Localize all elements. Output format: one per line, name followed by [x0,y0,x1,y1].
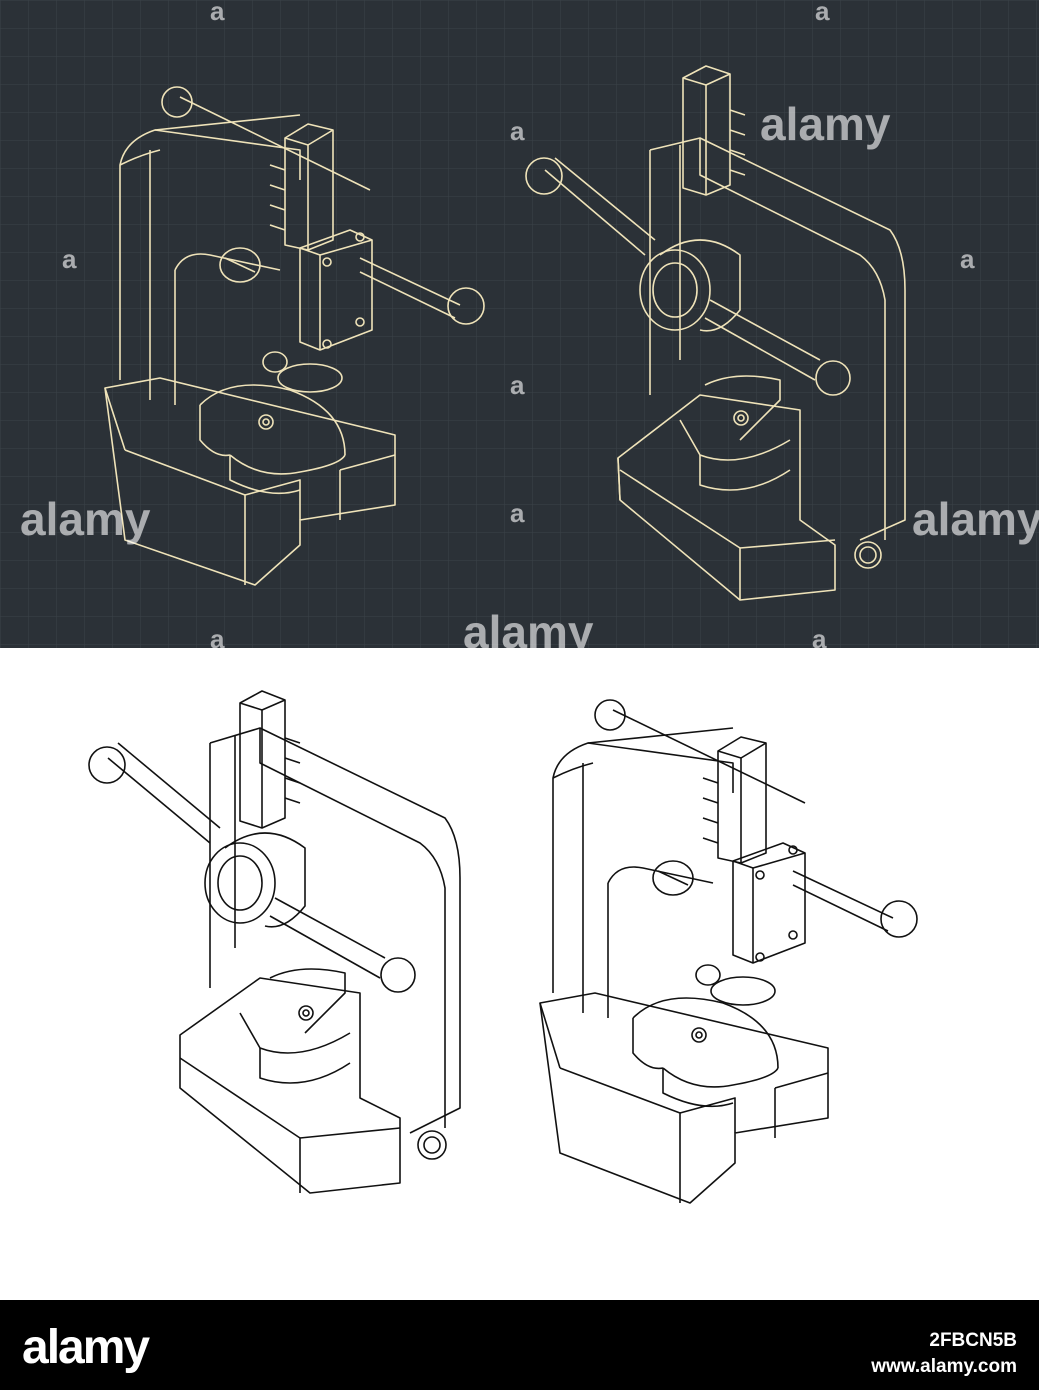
watermark-a-mark: a [210,624,225,648]
watermark-a-mark: a [510,116,525,146]
watermark-alamy: alamy [20,493,151,545]
watermark-alamy: alamy [912,493,1039,545]
watermark-a-mark: a [62,244,77,274]
watermark-alamy: alamy [463,606,594,648]
line-art-panel [0,648,1039,1300]
watermark-a-mark: a [510,498,525,528]
image-id: 2FBCN5B [929,1330,1017,1351]
arbor-press-back-view-blueprint [525,65,906,601]
watermark-alamy: alamy [760,98,891,150]
watermark-a-mark: a [960,244,975,274]
blueprint-drawing: alamy alamy alamy alamy a a a a a a a a … [0,0,1039,648]
watermark-a-mark: a [510,370,525,400]
stock-footer-bar: alamy 2FBCN5B www.alamy.com [0,1300,1039,1390]
arbor-press-front-view-blueprint [104,86,485,586]
arbor-press-front-view-lineart [539,699,918,1204]
arbor-press-back-view-lineart [88,690,461,1194]
footer-url: www.alamy.com [871,1356,1017,1377]
watermark-a-mark: a [815,0,830,26]
watermark-a-mark: a [812,624,827,648]
watermark-a-mark: a [210,0,225,26]
alamy-logo: alamy [22,1321,150,1374]
line-art-drawing [88,690,918,1204]
blueprint-panel: alamy alamy alamy alamy a a a a a a a a … [0,0,1039,648]
